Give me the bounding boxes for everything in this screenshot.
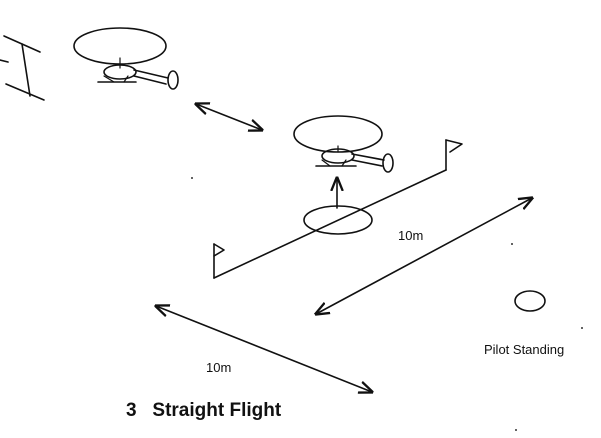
figure-title: 3 Straight Flight [126,400,282,421]
scan-specks [191,177,583,431]
distance-label-right: 10m [398,228,423,243]
transition-arrow [196,104,262,130]
distance-label-left: 10m [206,360,231,375]
flag-right-icon [445,139,463,171]
pilot-position-marker [514,290,546,312]
distance-arrow-left [156,306,372,392]
helicopter-start-icon [73,27,179,90]
helicopter-hover-icon [293,115,394,173]
flag-left-icon [213,243,225,279]
flight-line [213,169,447,279]
left-edge-marker [0,35,45,101]
distance-arrow-right [316,198,532,314]
pilot-position-label: Pilot Standing [484,342,564,357]
